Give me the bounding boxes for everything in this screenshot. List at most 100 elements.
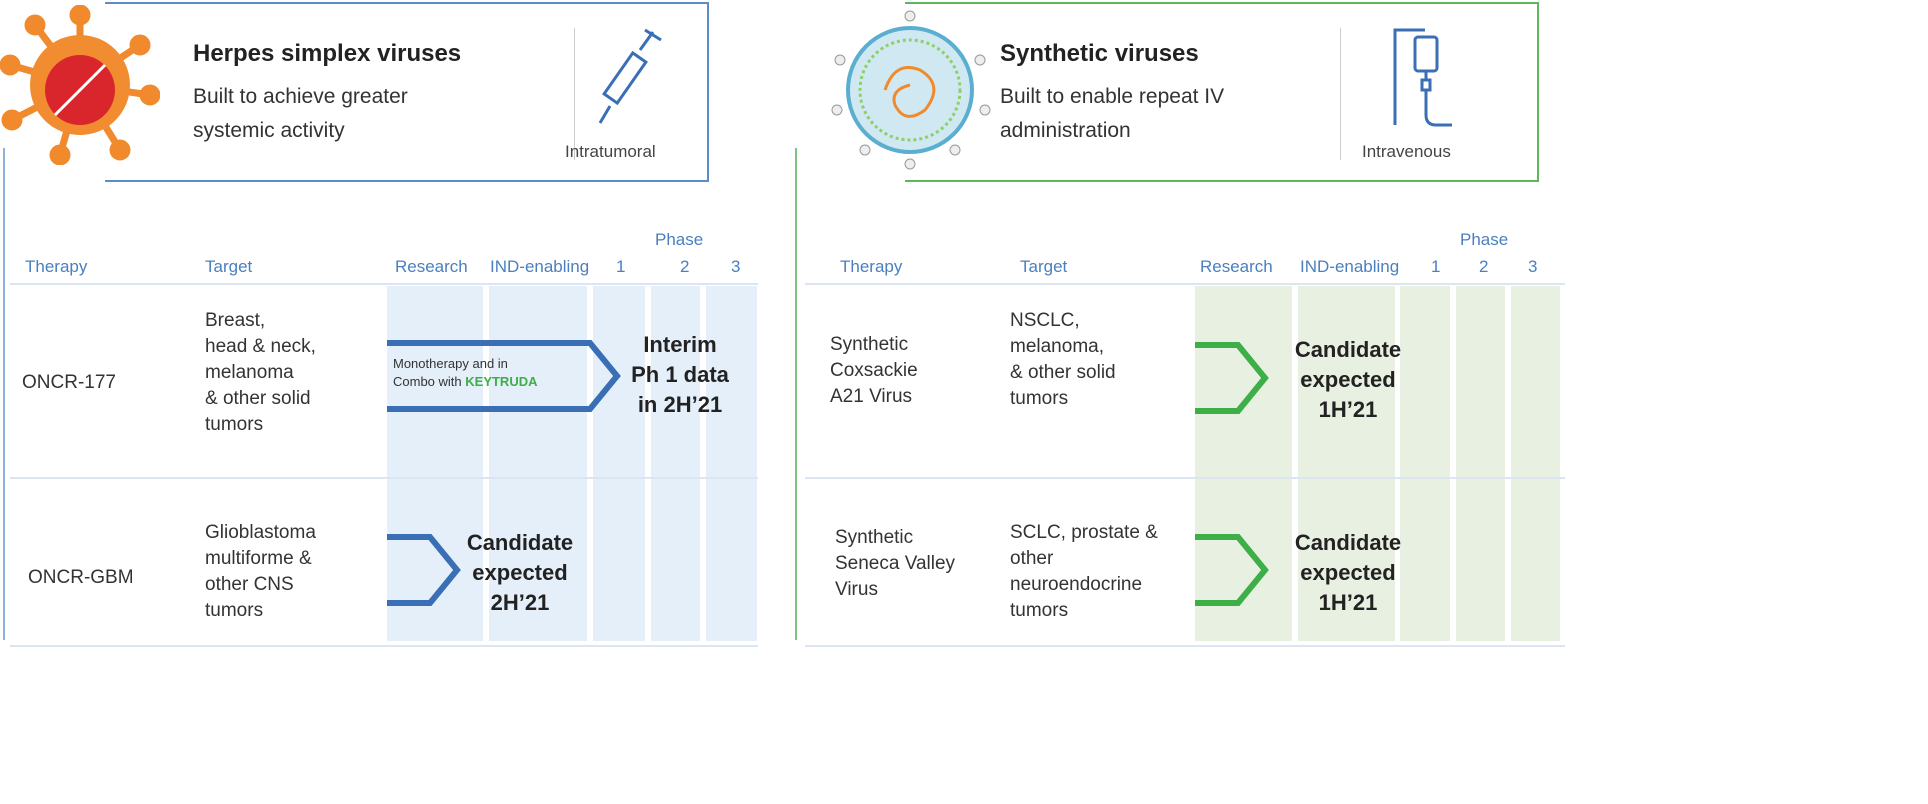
hsv-row2-status: Candidate expected 2H’21 <box>455 528 585 618</box>
hsv-col-p3 <box>706 286 757 641</box>
synthetic-divider <box>1340 28 1341 160</box>
iv-drip-icon <box>1393 28 1452 127</box>
target-line: melanoma, <box>1010 336 1104 357</box>
synthetic-col-p3 <box>1511 286 1560 641</box>
therapy-line: Virus <box>835 579 878 600</box>
target-line: other CNS <box>205 574 294 595</box>
status-line: Ph 1 data <box>631 362 729 387</box>
synthetic-subtitle-1: Built to enable repeat IV <box>1000 85 1225 108</box>
hsv-row2-therapy: ONCR-GBM <box>28 567 134 588</box>
status-line: in 2H’21 <box>637 392 723 417</box>
hsv-row1-status: Interim Ph 1 data in 2H’21 <box>615 330 745 420</box>
herpes-virus-icon <box>0 5 160 165</box>
synthetic-header-phase3: 3 <box>1528 257 1538 276</box>
hsv-header-ind: IND-enabling <box>490 257 590 276</box>
hsv-bottom-line <box>10 645 758 647</box>
hsv-header-therapy: Therapy <box>25 257 88 276</box>
synthetic-bottom-line <box>805 645 1565 647</box>
target-line: tumors <box>205 414 264 435</box>
hsv-header-phase3: 3 <box>731 257 741 276</box>
target-line: Glioblastoma <box>205 522 316 543</box>
synthetic-header-research: Research <box>1200 257 1273 276</box>
right-panel-edge <box>795 148 797 640</box>
target-line: & other solid <box>205 388 311 409</box>
therapy-line: Seneca Valley <box>835 553 956 574</box>
status-line: Candidate <box>466 530 574 555</box>
target-line: tumors <box>1010 600 1069 621</box>
status-line: 1H’21 <box>1318 590 1378 615</box>
synthetic-route: Intravenous <box>1362 142 1451 161</box>
arrow-text-line: Combo with <box>393 374 462 389</box>
hsv-col-p2 <box>651 286 700 641</box>
hsv-header-phase2: 2 <box>680 257 690 276</box>
status-line: Candidate <box>1294 530 1402 555</box>
therapy-line: Synthetic <box>835 527 914 548</box>
hsv-row1-arrow-text: Monotherapy and in Combo with KEYTRUDA <box>393 355 538 391</box>
target-line: SCLC, prostate & <box>1010 522 1158 543</box>
synthetic-row1-status: Candidate expected 1H’21 <box>1283 335 1413 425</box>
therapy-line: A21 Virus <box>830 386 913 407</box>
hsv-header-target: Target <box>205 257 253 276</box>
hsv-col-p1 <box>593 286 645 641</box>
synthetic-header-phase1: 1 <box>1431 257 1441 276</box>
hsv-row1-therapy: ONCR-177 <box>22 372 116 393</box>
synthetic-row2-progress-arrow <box>1195 534 1269 606</box>
target-line: head & neck, <box>205 336 316 357</box>
hsv-header-line <box>10 283 758 285</box>
hsv-row1-progress-arrow <box>387 340 621 412</box>
target-line: & other solid <box>1010 362 1116 383</box>
synthetic-header-phase2: 2 <box>1479 257 1489 276</box>
hsv-row2-target: Glioblastoma multiforme & other CNS tumors <box>205 520 316 624</box>
synthetic-row-line <box>805 477 1565 479</box>
synthetic-col-ind <box>1298 286 1395 641</box>
status-line: expected <box>472 560 568 585</box>
hsv-header-research: Research <box>395 257 468 276</box>
synthetic-header-target: Target <box>1020 257 1068 276</box>
left-panel-edge <box>3 148 5 640</box>
hsv-header-box <box>105 2 709 182</box>
target-line: neuroendocrine <box>1010 574 1143 595</box>
hsv-subtitle-1: Built to achieve greater <box>193 85 408 108</box>
arrow-text-line: Monotherapy and in <box>393 356 508 371</box>
synthetic-title: Synthetic viruses <box>1000 40 1199 67</box>
synthetic-header-box <box>905 2 1539 182</box>
therapy-line: Synthetic <box>830 334 909 355</box>
keytruda-logo: KEYTRUDA <box>465 374 538 389</box>
synthetic-row2-status: Candidate expected 1H’21 <box>1283 528 1413 618</box>
target-line: multiforme & <box>205 548 312 569</box>
synthetic-header-therapy: Therapy <box>840 257 903 276</box>
synthetic-col-p1 <box>1400 286 1450 641</box>
status-line: Interim <box>643 332 717 357</box>
target-line: other <box>1010 548 1054 569</box>
synthetic-header-line <box>805 283 1565 285</box>
hsv-row2-progress-arrow <box>387 534 461 606</box>
target-line: tumors <box>1010 388 1069 409</box>
synthetic-header-ind: IND-enabling <box>1300 257 1400 276</box>
syringe-icon <box>598 28 662 124</box>
synthetic-row2-target: SCLC, prostate & other neuroendocrine tumor… <box>1010 520 1158 624</box>
synthetic-subtitle-2: administration <box>1000 119 1131 142</box>
hsv-header-phase: Phase <box>655 230 704 249</box>
synthetic-virus-icon <box>831 10 991 170</box>
hsv-row-line <box>10 477 758 479</box>
status-line: 1H’21 <box>1318 397 1378 422</box>
status-line: Candidate <box>1294 337 1402 362</box>
hsv-route: Intratumoral <box>565 142 656 161</box>
status-line: expected <box>1300 367 1396 392</box>
status-line: 2H’21 <box>490 590 550 615</box>
hsv-divider <box>574 28 575 160</box>
target-line: melanoma <box>205 362 294 383</box>
hsv-row1-target: Breast, head & neck, melanoma & other solid… <box>205 308 316 438</box>
target-line: Breast, <box>205 310 266 331</box>
synthetic-header-phase: Phase <box>1460 230 1509 249</box>
therapy-line: Coxsackie <box>830 360 918 381</box>
hsv-title: Herpes simplex viruses <box>193 40 462 67</box>
target-line: tumors <box>205 600 264 621</box>
synthetic-row1-progress-arrow <box>1195 342 1269 414</box>
synthetic-col-p2 <box>1456 286 1505 641</box>
hsv-header-phase1: 1 <box>616 257 626 276</box>
status-line: expected <box>1300 560 1396 585</box>
